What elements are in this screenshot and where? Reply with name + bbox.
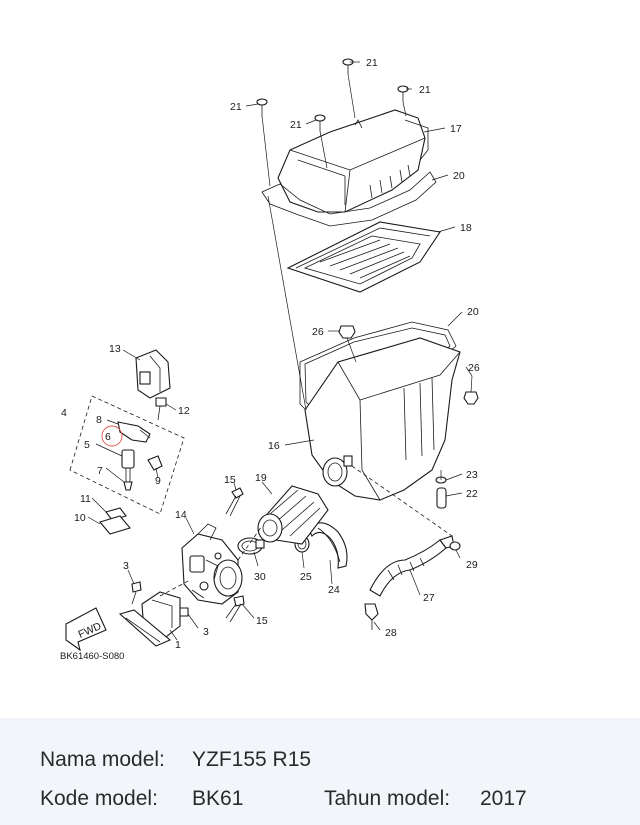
callout-label: 5 [84,439,90,451]
callout-label: 26 [468,362,480,374]
callout-label: 10 [74,512,86,524]
callout-label: 21 [419,84,431,96]
clip-9 [147,455,163,471]
callout-label: 29 [466,559,478,571]
callout-label: 15 [224,474,236,486]
callout-label: 13 [109,343,121,355]
leader-lines [87,61,473,641]
model-code-row: Kode model: BK61 Tahun model: 2017 [40,785,620,813]
bolt-15-bottom [225,595,245,623]
callout-label: 1 [175,639,181,651]
fuel-pipe-8 [117,421,151,443]
callout-label: 7 [97,465,103,477]
model-name-value: YZF155 R15 [192,748,312,771]
model-code-value: BK61 [192,787,244,810]
screw-21-right [397,85,409,117]
grommet-26-left [338,325,357,363]
callout-label: 20 [453,170,465,182]
model-name-row: Nama model: YZF155 R15 [40,746,620,774]
bolt-12 [155,397,167,421]
callout-label: 4 [61,407,67,419]
callout-label: 22 [466,488,478,500]
callout-label: 28 [385,627,397,639]
screw-21-top [342,58,356,119]
callout-label: 23 [466,469,478,481]
callout-label: 25 [300,571,312,583]
callout-label: 16 [268,440,280,452]
parts-diagram: 21 21 21 21 17 20 18 20 26 26 16 23 22 2… [60,57,480,662]
screw-3-right [179,607,199,629]
callout-label: 24 [328,584,340,596]
air-box-cover [277,109,429,213]
clamp-29 [449,541,461,551]
callout-label: 26 [312,326,324,338]
callout-label: 8 [96,414,102,426]
callout-label: 21 [366,57,378,69]
callout-label: 6 [105,431,111,443]
model-info-panel: Nama model: YZF155 R15 Kode model: BK61 … [0,718,640,825]
air-filter-element [286,221,441,293]
screw-3-left [131,581,142,605]
callout-label: 3 [123,560,129,572]
screw-21-mid [314,114,328,169]
air-case [304,337,461,501]
clip-28 [364,603,379,630]
throttle-body-14 [181,523,243,605]
breather-hose-27 [369,535,455,597]
drain-plug-22 [436,470,447,509]
callout-label: 3 [203,626,209,638]
clamp-30 [237,537,265,555]
callout-label: 11 [80,493,91,505]
joint-hose-24 [307,522,348,569]
callout-labels: 21 21 21 21 17 20 18 20 26 26 16 23 22 2… [61,57,480,651]
fwd-arrow [65,607,107,652]
callout-label: 18 [460,222,472,234]
bracket-13 [135,349,171,399]
model-name-label: Nama model: [40,748,165,771]
callout-label: 17 [450,123,462,135]
injector-5 [121,449,135,491]
callout-label: 21 [290,119,302,131]
callout-label: 9 [155,475,161,487]
callout-label: 14 [175,509,187,521]
throttle-joint-1 [118,591,181,647]
model-year-label: Tahun model: [324,787,451,810]
callout-label: 30 [254,571,266,583]
model-code-label: Kode model: [40,787,158,810]
callout-label: 21 [230,101,242,113]
screw-21-left [256,98,271,187]
model-year-value: 2017 [480,787,527,810]
injector-assembly-box [69,395,185,515]
callout-label: 15 [256,615,268,627]
cover-gasket [261,171,437,227]
highlight-circle [101,425,123,447]
bolt-15-top [225,487,244,517]
intake-joint-19 [257,485,329,545]
drawing-code: BK61460-S080 [60,651,124,662]
grommet-26-right [463,375,479,405]
callout-label: 19 [255,472,267,484]
callout-label: 27 [423,592,435,604]
callout-label: 12 [178,405,190,417]
plate-10 [99,515,131,535]
callout-label: 20 [467,306,479,318]
